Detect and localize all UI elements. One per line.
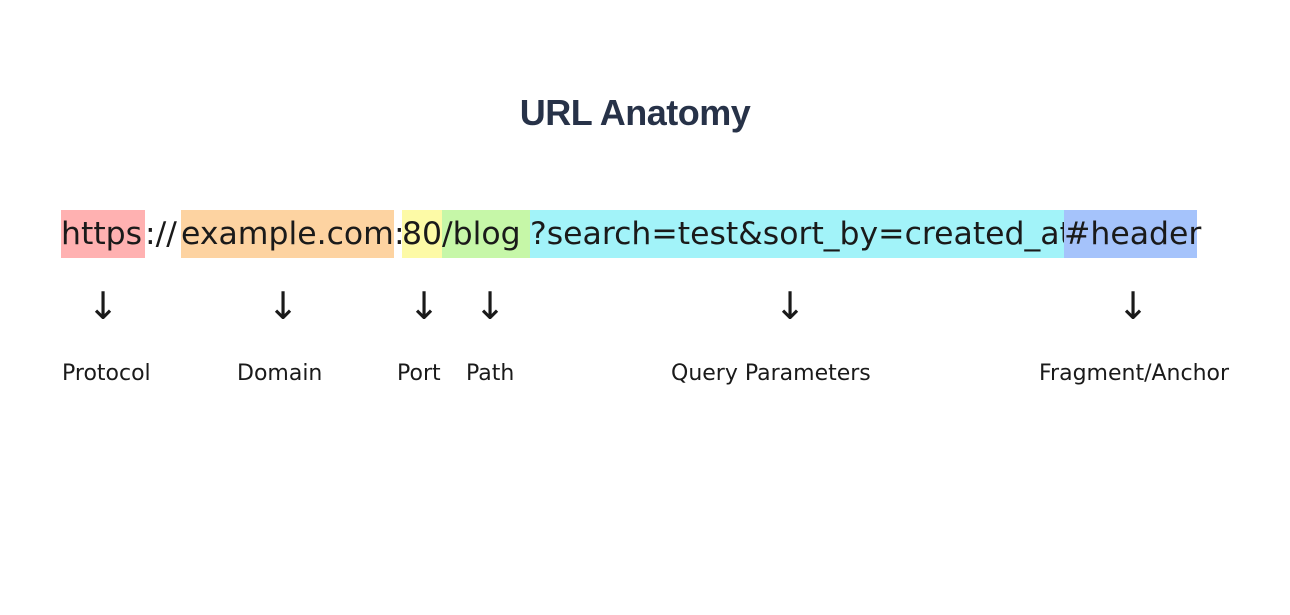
domain-arrow-icon: ↓ — [267, 284, 299, 328]
url-domain: example.com — [181, 210, 394, 258]
path-arrow-icon: ↓ — [474, 284, 506, 328]
url-scheme-separator: :// — [145, 216, 177, 252]
fragment-label: Fragment/Anchor — [1039, 361, 1230, 386]
port-arrow-icon: ↓ — [408, 284, 440, 328]
query-arrow-icon: ↓ — [774, 284, 806, 328]
path-label: Path — [466, 361, 515, 386]
url-port-colon: : — [394, 216, 405, 252]
url-protocol: https — [61, 210, 145, 258]
protocol-label: Protocol — [62, 361, 151, 386]
fragment-arrow-icon: ↓ — [1117, 284, 1149, 328]
protocol-arrow-icon: ↓ — [87, 284, 119, 328]
diagram-title: URL Anatomy — [519, 92, 751, 133]
domain-label: Domain — [237, 361, 323, 386]
url-query-parameters: ?search=test&sort_by=created_at — [530, 210, 1072, 258]
url-path: /blog — [442, 210, 530, 258]
query-label: Query Parameters — [671, 361, 871, 386]
url-port: 80 — [402, 210, 442, 258]
url-fragment: #header — [1064, 210, 1201, 258]
port-label: Port — [397, 361, 441, 386]
